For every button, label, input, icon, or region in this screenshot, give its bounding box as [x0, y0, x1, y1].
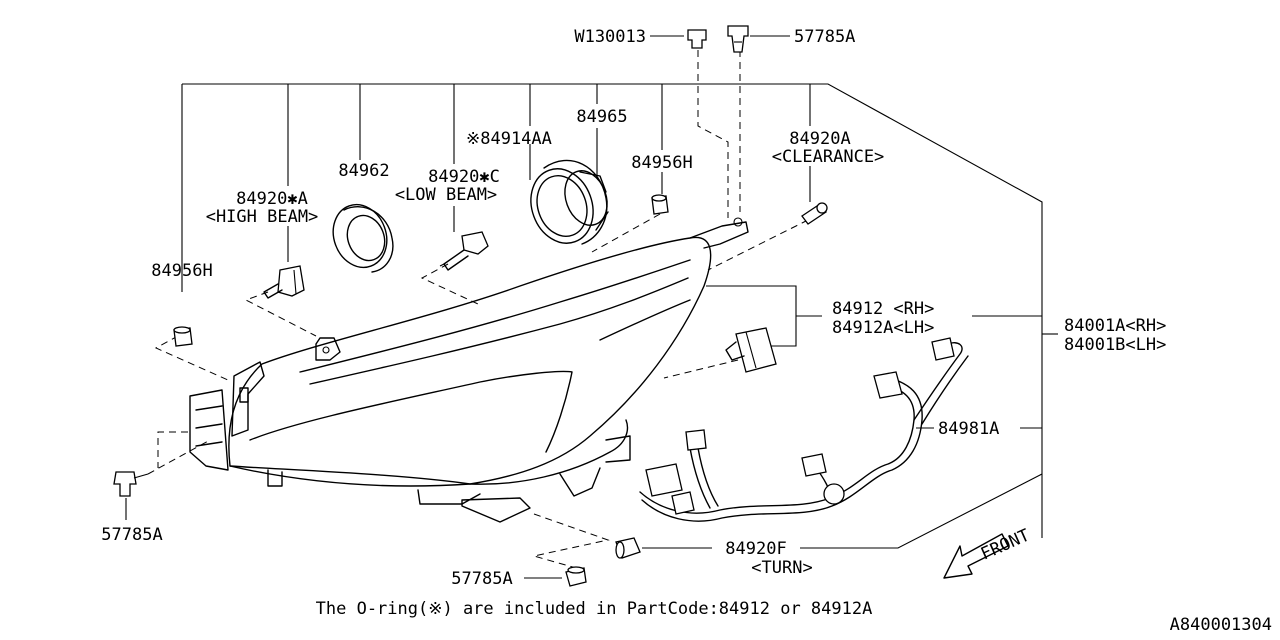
ring-84962: [332, 203, 394, 273]
bulb-clearance: [801, 202, 828, 225]
label-assy-rh: 84001A<RH>: [1064, 316, 1166, 336]
clip-left: [113, 471, 149, 497]
front-arrow: [943, 533, 1009, 579]
headlamp-housing: [189, 217, 749, 523]
plug-w130013: [687, 29, 707, 49]
label-bulb-clearance-name: <CLEARANCE>: [772, 147, 885, 167]
label-bulb-high-no: 84920✱A: [236, 189, 308, 209]
label-bulb-turn-no: 84920F: [725, 539, 786, 559]
label-cover-no: 84965: [576, 107, 627, 127]
label-ring-no: 84962: [338, 161, 389, 181]
label-unit-lh: 84912A<LH>: [832, 318, 934, 338]
label-bulb-low-name: <LOW BEAM>: [395, 185, 497, 205]
label-oring-no: ※84914AA: [466, 129, 552, 149]
unit-84912: [725, 327, 777, 373]
cover-and-oring: [530, 159, 609, 245]
label-bulb-clearance-no: 84920A: [789, 129, 850, 149]
label-front: FRONT: [978, 525, 1033, 564]
diagram-code: A840001304: [1170, 615, 1272, 635]
label-clip-top: 57785A: [794, 27, 855, 47]
label-unit-rh: 84912 <RH>: [832, 299, 934, 319]
label-bulb-low-no: 84920✱C: [428, 167, 500, 187]
components: [113, 25, 1009, 587]
label-w130013: W130013: [574, 27, 646, 47]
footnote: The O-ring(※) are included in PartCode:8…: [316, 599, 873, 619]
harness-84981a: [639, 337, 969, 522]
label-cap-right-no: 84956H: [631, 153, 692, 173]
label-cap-left-no: 84956H: [151, 261, 212, 281]
bulb-turn: [615, 537, 641, 559]
cap-left: [173, 326, 193, 347]
label-bulb-turn-name: <TURN>: [751, 558, 812, 578]
bulb-low-beam: [439, 231, 489, 271]
label-assy-lh: 84001B<LH>: [1064, 335, 1166, 355]
label-harness-no: 84981A: [938, 419, 999, 439]
label-bulb-high-name: <HIGH BEAM>: [206, 207, 319, 227]
label-clip-bottom: 57785A: [451, 569, 512, 589]
bulb-high-beam: [263, 265, 305, 299]
labels: W130013 57785A 84920A <CLEARANCE> ※84914…: [101, 27, 1272, 635]
cap-right: [651, 194, 669, 215]
label-clip-left: 57785A: [101, 525, 162, 545]
clip-bottom: [565, 566, 587, 587]
dashed-assembly-lines: [147, 50, 809, 569]
clip-top: [727, 25, 749, 53]
leader-lines: [125, 35, 1058, 579]
